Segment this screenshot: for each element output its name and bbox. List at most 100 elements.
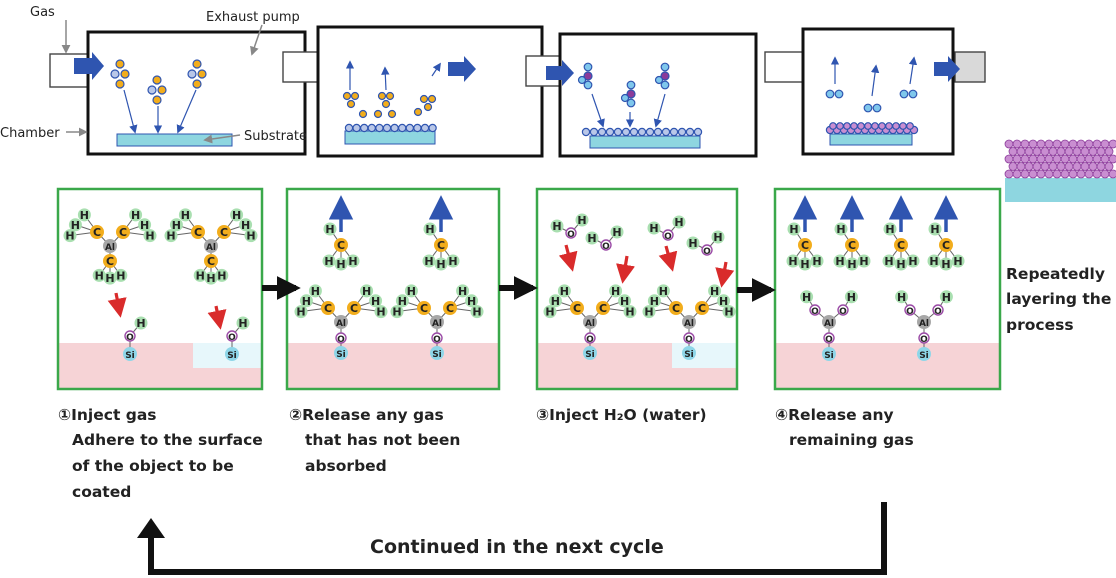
adsorbed-molecule xyxy=(387,109,397,119)
hydrogen-atom-symbol: H xyxy=(644,306,653,319)
step-4-line-1: remaining gas xyxy=(789,431,914,449)
hydrogen-atom-symbol: H xyxy=(425,223,434,236)
hydrogen-atom xyxy=(609,284,623,298)
layer-molecule xyxy=(878,122,886,130)
hydrogen-atom xyxy=(786,254,800,268)
layer-molecule xyxy=(1020,154,1030,164)
hydrogen-atom-symbol: H xyxy=(625,306,634,319)
carbon-atom-symbol: C xyxy=(93,226,101,239)
hydrogen-atom xyxy=(244,229,258,243)
layer-molecule xyxy=(1076,139,1086,149)
carbon-atom xyxy=(939,238,953,252)
fall-arrow xyxy=(176,89,197,134)
layer-molecule xyxy=(1088,162,1098,171)
sample-substrate xyxy=(1005,178,1116,202)
hydrogen-atom xyxy=(882,254,896,268)
step-1-line-2: of the object to be xyxy=(72,457,234,475)
layer-molecule xyxy=(1092,139,1102,149)
hydrogen-atom-symbol: H xyxy=(348,255,357,268)
aluminium-atom xyxy=(103,239,117,253)
layer-molecule xyxy=(1096,147,1106,156)
layer-molecule xyxy=(1092,154,1102,164)
hydrogen-atom-symbol: H xyxy=(896,258,905,271)
oxygen-atom-symbol: O xyxy=(685,335,693,345)
hydrogen-atom-symbol: H xyxy=(847,258,856,271)
exhaust-pump xyxy=(954,51,986,83)
hydrogen-atom-symbol: H xyxy=(325,223,334,236)
oxygen-atom-symbol: O xyxy=(567,230,575,240)
aluminium-atom-symbol: Al xyxy=(684,319,694,329)
gas-molecule xyxy=(346,99,356,109)
hydrogen-atom-symbol: H xyxy=(145,230,154,243)
layer-molecule xyxy=(1068,154,1078,164)
layer-molecule xyxy=(1048,162,1058,171)
carbon-atom xyxy=(191,225,205,239)
adsorbed-molecule xyxy=(375,123,384,133)
water-molecule xyxy=(577,75,587,85)
hydrogen-atom xyxy=(63,229,77,243)
aluminium-atom xyxy=(682,315,696,329)
hydrogen-atom xyxy=(787,222,801,236)
gas-inlet xyxy=(764,51,804,83)
rise-arrow xyxy=(381,66,390,91)
hydrogen-atom xyxy=(178,208,192,222)
layer-molecule xyxy=(1096,162,1106,171)
layer-molecule xyxy=(1008,147,1018,156)
hydrogen-atom xyxy=(239,218,253,232)
oxygen-atom xyxy=(904,304,916,316)
oxygen-atom xyxy=(124,330,136,342)
layer-molecule xyxy=(1104,162,1114,171)
oxygen-atom-symbol: O xyxy=(703,247,711,257)
hydrogen-atom-symbol: H xyxy=(649,222,658,235)
hydrogen-atom xyxy=(927,254,941,268)
hydrogen-atom xyxy=(800,290,814,304)
layer-molecule xyxy=(843,122,851,130)
panel-4 xyxy=(773,187,1002,391)
hydrogen-atom xyxy=(369,294,383,308)
oxygen-atom xyxy=(226,330,238,342)
layer-molecule xyxy=(864,122,872,130)
layer-molecule xyxy=(1064,162,1074,171)
hydrogen-atom-symbol: H xyxy=(371,295,380,308)
aluminium-atom-symbol: Al xyxy=(824,319,834,329)
carbon-atom xyxy=(845,238,859,252)
hydrogen-atom-symbol: H xyxy=(859,255,868,268)
water-molecule xyxy=(660,80,670,90)
layer-molecule xyxy=(1008,162,1018,171)
hydrogen-atom-symbol: H xyxy=(311,285,320,298)
hydrogen-atom-symbol: H xyxy=(551,295,560,308)
hydrogen-atom-symbol: H xyxy=(929,255,938,268)
water-molecule xyxy=(899,89,909,99)
hydrogen-atom-symbol: H xyxy=(688,237,697,250)
hydrogen-atom xyxy=(833,254,847,268)
layer-molecule xyxy=(1048,147,1058,156)
carbon-atom-symbol: C xyxy=(106,255,114,268)
hydrogen-atom xyxy=(323,222,337,236)
hydrogen-atom-symbol: H xyxy=(620,295,629,308)
layer-molecule xyxy=(1012,154,1022,164)
oxygen-atom xyxy=(932,304,944,316)
hydrogen-atom xyxy=(215,268,229,282)
layer-molecule xyxy=(1052,139,1062,149)
hydrogen-atom-symbol: H xyxy=(362,285,371,298)
oxygen-atom xyxy=(823,332,835,344)
carbon-atom-symbol: C xyxy=(446,302,454,315)
hydrogen-atom-symbol: H xyxy=(65,230,74,243)
panel-3 xyxy=(535,187,739,391)
exhaust-leader-line xyxy=(250,24,263,56)
hydrogen-atom-symbol: H xyxy=(136,317,145,330)
adsorbed-molecule xyxy=(597,127,607,137)
hydrogen-atom-symbol: H xyxy=(897,291,906,304)
hydrogen-atom xyxy=(610,225,624,239)
hydrogen-atom-symbol: H xyxy=(238,317,247,330)
step-1-title: ①Inject gas xyxy=(58,406,157,424)
